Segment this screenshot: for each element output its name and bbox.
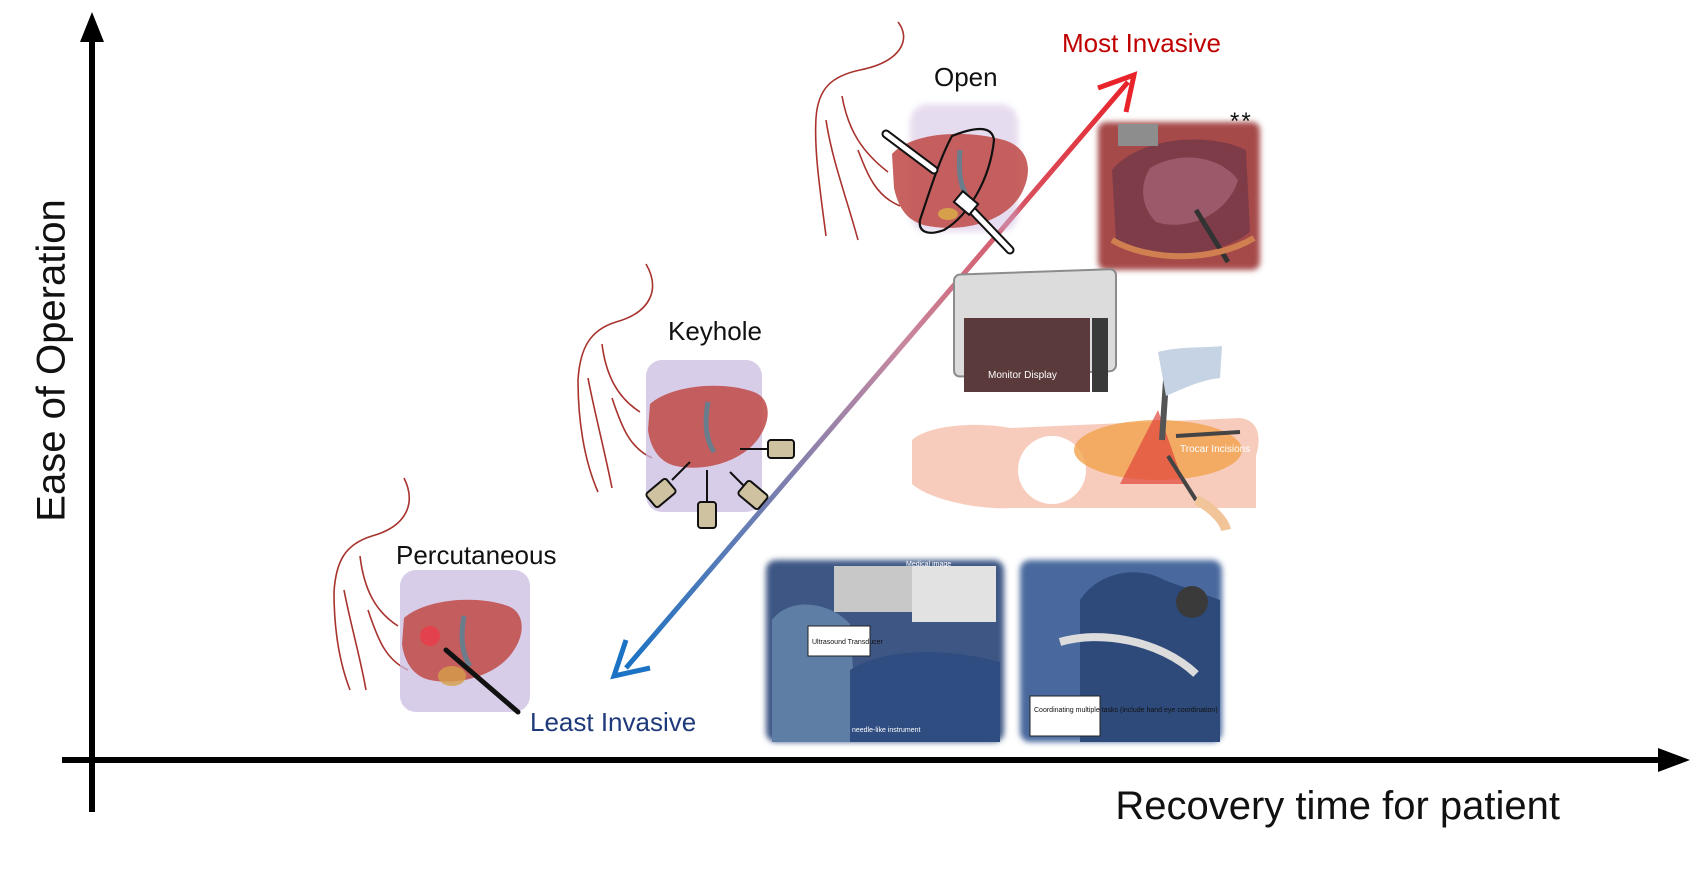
open-surgery-illustration: [816, 22, 1028, 250]
percutaneous-photo-ultrasound: Ultrasound Transducer needle-like instru…: [766, 560, 1004, 742]
open-label: Open: [934, 62, 998, 93]
most-invasive-label: Most Invasive: [1062, 28, 1221, 59]
keyhole-monitor: Monitor Display: [954, 269, 1116, 392]
coordinating-caption: Coordinating multiple tasks (include han…: [1034, 707, 1218, 714]
x-axis-arrowhead: [1658, 748, 1690, 772]
needle-caption: needle-like instrument: [852, 727, 921, 734]
x-axis-label: Recovery time for patient: [1115, 784, 1560, 829]
least-invasive-label: Least Invasive: [530, 707, 696, 738]
medical-image-caption: Medical image: [906, 561, 951, 568]
open-photo-mark: **: [1230, 108, 1253, 136]
open-surgery-photo: [1098, 122, 1260, 270]
y-axis-label: Ease of Operation: [30, 191, 75, 531]
percutaneous-label: Percutaneous: [396, 540, 556, 571]
y-axis-arrowhead: [80, 12, 104, 42]
ultrasound-caption: Ultrasound Transducer: [812, 639, 883, 646]
percutaneous-photo-coordinating: Coordinating multiple tasks (include han…: [1020, 560, 1222, 742]
trocar-caption: Trocar Incisions: [1180, 444, 1250, 455]
monitor-caption: Monitor Display: [988, 370, 1057, 381]
keyhole-label: Keyhole: [668, 316, 762, 347]
keyhole-illustration: [578, 264, 794, 528]
percutaneous-illustration: [334, 478, 530, 712]
